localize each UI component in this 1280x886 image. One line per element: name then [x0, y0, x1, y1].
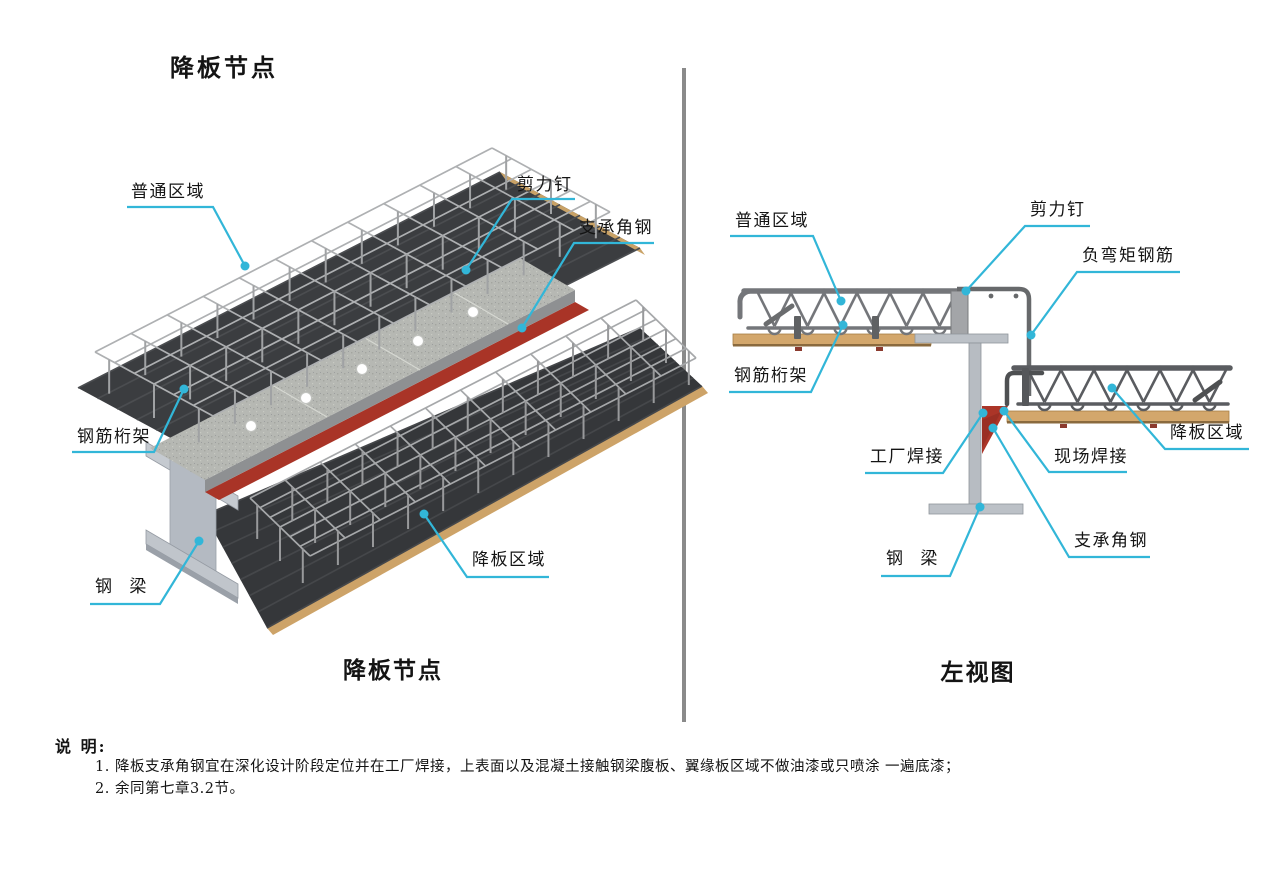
leader-right-fuwanju-gangjin: [1030, 270, 1180, 336]
leader-right-jiangban-quyu: [1111, 387, 1249, 451]
leader-right-gongchang-hanjie: [865, 412, 984, 475]
negative-moment-rebar: [957, 286, 1032, 396]
notes-heading: 说 明:: [55, 737, 107, 756]
label-left-gang-liang: 钢 梁: [95, 577, 153, 597]
leader-right-gangjin-hengjia: [729, 324, 844, 394]
label-right-gongchang-hanjie: 工厂焊接: [870, 447, 944, 467]
leader-left-gang-liang: [90, 540, 200, 606]
upper-truss: [741, 288, 960, 336]
label-right-xianchang-hanjie: 现场焊接: [1054, 447, 1128, 467]
leader-right-jianli-ding: [965, 224, 1090, 292]
lower-truss: [1011, 365, 1233, 412]
label-right-fuwanju-gangjin: 负弯矩钢筋: [1082, 246, 1175, 266]
label-left-jiangban-quyu: 降板区域: [472, 550, 546, 570]
sheet-title: 降板节点: [170, 54, 278, 82]
label-right-zhicheng-jiaogang: 支承角钢: [1074, 531, 1148, 551]
leader-left-putong-quyu: [127, 205, 246, 267]
lower-rebar-truss-lattice: [249, 299, 697, 584]
label-right-gang-liang: 钢 梁: [886, 549, 944, 569]
note-item-1: 1. 降板支承角钢宜在深化设计阶段定位并在工厂焊接，上表面以及混凝土接触钢梁腹板…: [95, 759, 961, 775]
leader-left-jianli-ding: [465, 197, 575, 271]
shear-studs: [245, 306, 479, 432]
caption-left-view: 降板节点: [343, 658, 443, 684]
leader-left-jiangban-quyu: [423, 513, 549, 579]
label-left-putong-quyu: 普通区域: [131, 182, 205, 202]
steel-beam-section: [914, 333, 1024, 515]
leader-right-xianchang-hanjie: [1003, 410, 1127, 474]
label-left-gangjin-hengjia: 钢筋桁架: [77, 427, 151, 447]
leader-left-gangjin-hengjia: [72, 388, 185, 454]
label-right-putong-quyu: 普通区域: [735, 211, 809, 231]
leader-lines: [72, 197, 1249, 606]
leader-left-zhicheng-jiaogang: [521, 241, 654, 329]
lower-truss-details: [1004, 368, 1223, 407]
side-view: [732, 286, 1233, 515]
leader-right-zhicheng-jiaogang: [992, 427, 1150, 559]
label-right-jiangban-quyu: 降板区域: [1170, 423, 1244, 443]
upper-rebar-truss-lattice: [94, 147, 611, 443]
label-right-jianli-ding: 剪力钉: [1030, 200, 1086, 220]
label-left-jianli-ding: 剪力钉: [517, 175, 573, 195]
label-right-gangjin-hengjia: 钢筋桁架: [734, 366, 808, 386]
label-left-zhicheng-jiaogang: 支承角钢: [579, 218, 653, 238]
caption-right-view: 左视图: [940, 659, 1016, 686]
notes-block: 说 明: 1. 降板支承角钢宜在深化设计阶段定位并在工厂焊接，上表面以及混凝土接…: [55, 733, 960, 797]
leader-dots: [179, 261, 1117, 546]
note-item-2: 2. 余同第七章3.2节。: [95, 781, 245, 797]
shear-stud-side: [950, 290, 969, 337]
support-angle-band: [205, 302, 589, 500]
upper-deck: [78, 172, 645, 462]
leader-right-gang-liang: [881, 506, 982, 578]
upper-truss-details: [737, 288, 879, 339]
leader-right-putong-quyu: [730, 234, 843, 302]
isometric-view: [77, 147, 708, 635]
